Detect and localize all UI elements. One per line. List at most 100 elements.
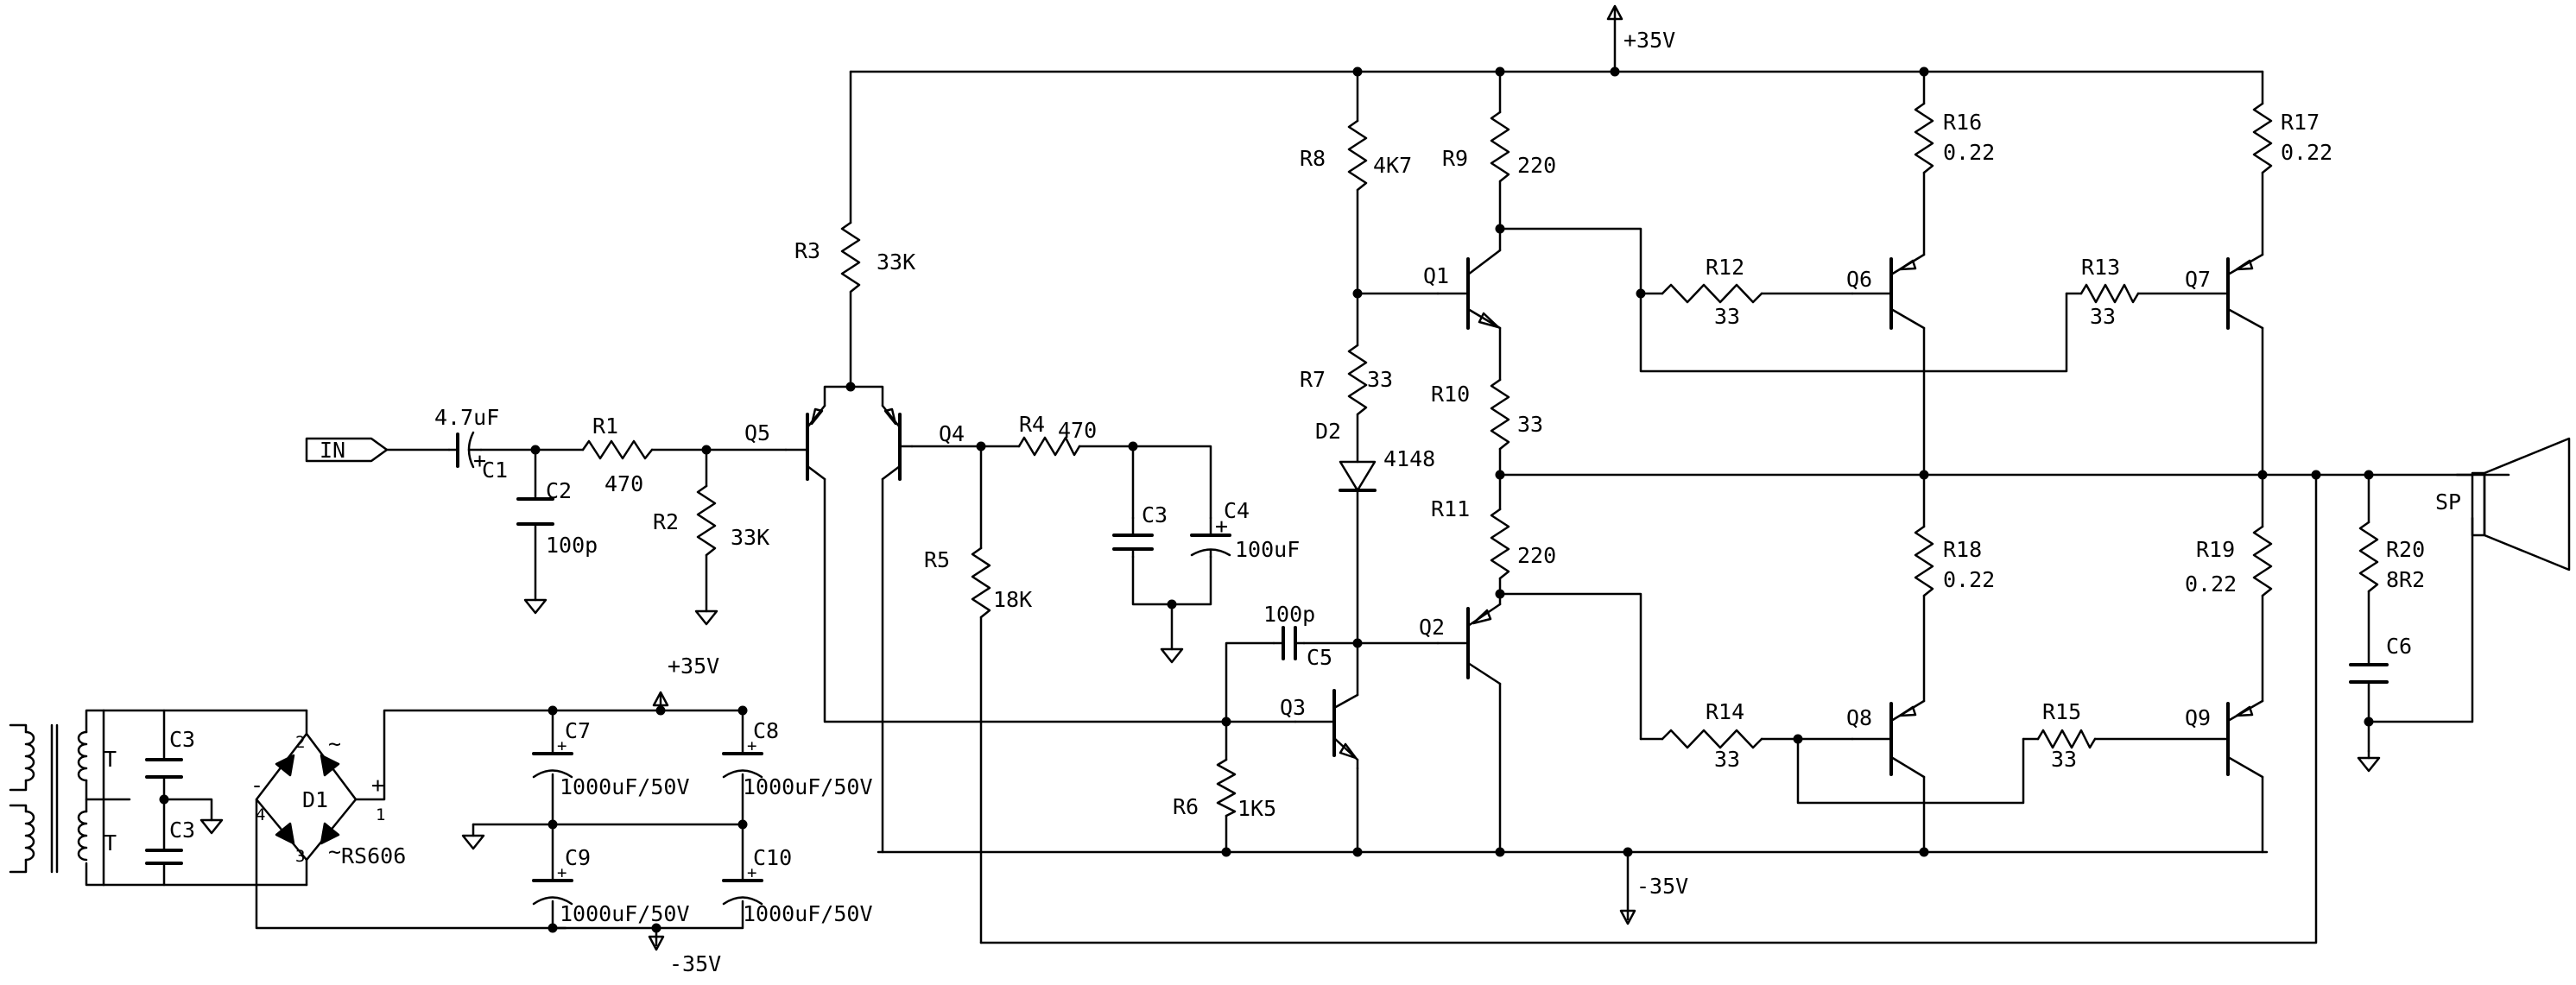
wire xyxy=(85,862,105,887)
r16-ref: R16 xyxy=(1943,110,1982,135)
c9-value: 1000uF/50V xyxy=(560,901,690,926)
d2-ref: D2 xyxy=(1315,419,1341,444)
input-port-shape xyxy=(305,437,389,463)
r15-ref: R15 xyxy=(2042,699,2081,724)
c1-ref: C1 xyxy=(482,458,508,483)
q8-emitter xyxy=(1889,755,1926,779)
speaker-magnet xyxy=(2471,471,2486,537)
junction-dot xyxy=(1352,66,1363,77)
bridge-diode-icon xyxy=(320,754,340,777)
resistor-r2 xyxy=(696,484,717,557)
junction-dot xyxy=(1352,638,1363,648)
junction-dot xyxy=(1793,734,1803,744)
wire xyxy=(1498,592,1642,741)
bridge-pin-2: 2 xyxy=(295,733,305,752)
bridge-rectifier xyxy=(255,732,358,862)
transformer-secondary-upper xyxy=(77,730,88,782)
r10-ref: R10 xyxy=(1431,382,1470,407)
c5-value: 100p xyxy=(1263,602,1315,627)
q5-arrow xyxy=(810,407,824,426)
junction-dot xyxy=(845,382,856,392)
q2-ref: Q2 xyxy=(1419,615,1445,640)
junction-dot xyxy=(701,445,712,455)
r1-value: 470 xyxy=(604,471,643,496)
bridge-plus: + xyxy=(371,773,384,798)
q2-arrow xyxy=(1472,609,1492,625)
bridge-ac-2: ~ xyxy=(328,839,341,864)
resistor-r8 xyxy=(1347,119,1368,192)
junction-dot xyxy=(2364,470,2374,480)
resistor-r1 xyxy=(581,439,654,460)
r5-value: 18K xyxy=(993,587,1032,612)
transformer-secondary-lower xyxy=(77,810,88,862)
r9-value: 220 xyxy=(1517,153,1556,178)
c2-value: 100p xyxy=(546,533,598,558)
junction-dot xyxy=(1221,847,1231,857)
transformer-label-2: T xyxy=(104,830,117,856)
input-port: IN xyxy=(305,437,389,463)
r5-ref: R5 xyxy=(924,547,950,572)
wire xyxy=(1225,641,1275,723)
junction-dot xyxy=(1919,470,1929,480)
junction-dot xyxy=(1495,66,1505,77)
r6-value: 1K5 xyxy=(1237,796,1276,821)
resistor-r17 xyxy=(2252,102,2273,174)
ground-icon xyxy=(199,818,224,835)
q5-collector xyxy=(806,464,826,481)
junction-dot xyxy=(159,794,169,805)
junction-dot xyxy=(737,819,748,830)
r3-value: 33K xyxy=(877,249,915,275)
labels: +35V -35V +35V -35V 4.7uF C1 + R1 470 C2… xyxy=(104,28,2461,976)
c3a-ref: C3 xyxy=(169,727,195,752)
bridge-pin-4: 4 xyxy=(256,805,265,824)
q1-arrow xyxy=(1478,312,1500,329)
c3b-ref: C3 xyxy=(169,818,195,843)
q7-emitter xyxy=(2226,307,2264,330)
junction-dot xyxy=(1919,847,1929,857)
c4-plus: + xyxy=(1215,514,1228,539)
junction-dot xyxy=(2311,470,2321,480)
r18-ref: R18 xyxy=(1943,537,1982,562)
wire xyxy=(255,798,567,930)
q5-ref: Q5 xyxy=(744,420,770,445)
c5-ref: C5 xyxy=(1307,645,1332,670)
bridge-part: RS606 xyxy=(341,843,406,868)
wire xyxy=(9,779,28,792)
wires xyxy=(102,7,2510,947)
transformer-label-1: T xyxy=(104,747,117,772)
r13-value: 33 xyxy=(2090,304,2116,329)
junction-dot xyxy=(1636,288,1646,299)
transformer xyxy=(9,709,105,887)
wire xyxy=(1131,555,1212,606)
r20-ref: R20 xyxy=(2386,537,2425,562)
resistor-r14 xyxy=(1661,729,1763,749)
resistor-r12 xyxy=(1661,283,1763,304)
c10-value: 1000uF/50V xyxy=(743,901,873,926)
resistor-r3 xyxy=(840,221,861,294)
wire xyxy=(1796,737,2025,805)
wire xyxy=(1639,292,2068,373)
junction-dot xyxy=(2364,717,2374,727)
r2-value: 33K xyxy=(731,525,769,550)
r7-value: 33 xyxy=(1367,367,1393,392)
rail-label-vee: -35V xyxy=(1636,874,1688,899)
ground-icon xyxy=(523,598,547,615)
q3-ref: Q3 xyxy=(1280,695,1306,720)
ground-icon xyxy=(2357,756,2381,773)
q5-emitter xyxy=(806,404,826,429)
r11-ref: R11 xyxy=(1431,496,1470,521)
vcc-arrow-icon xyxy=(652,691,669,707)
r7-ref: R7 xyxy=(1300,367,1326,392)
ground-icon xyxy=(1160,647,1184,664)
diode-d2 xyxy=(1339,460,1377,492)
resistor-r7 xyxy=(1347,344,1368,416)
q4-collector xyxy=(881,464,902,481)
q8-arrow xyxy=(1898,705,1917,717)
resistor-r15 xyxy=(2036,729,2097,749)
r17-ref: R17 xyxy=(2281,110,2320,135)
rail-label-vcc: +35V xyxy=(1623,28,1675,53)
bridge-outline xyxy=(255,732,358,862)
vcc-arrow-icon xyxy=(1606,4,1623,21)
c7-plate-curved xyxy=(532,769,573,779)
resistor-r19 xyxy=(2252,525,2273,597)
